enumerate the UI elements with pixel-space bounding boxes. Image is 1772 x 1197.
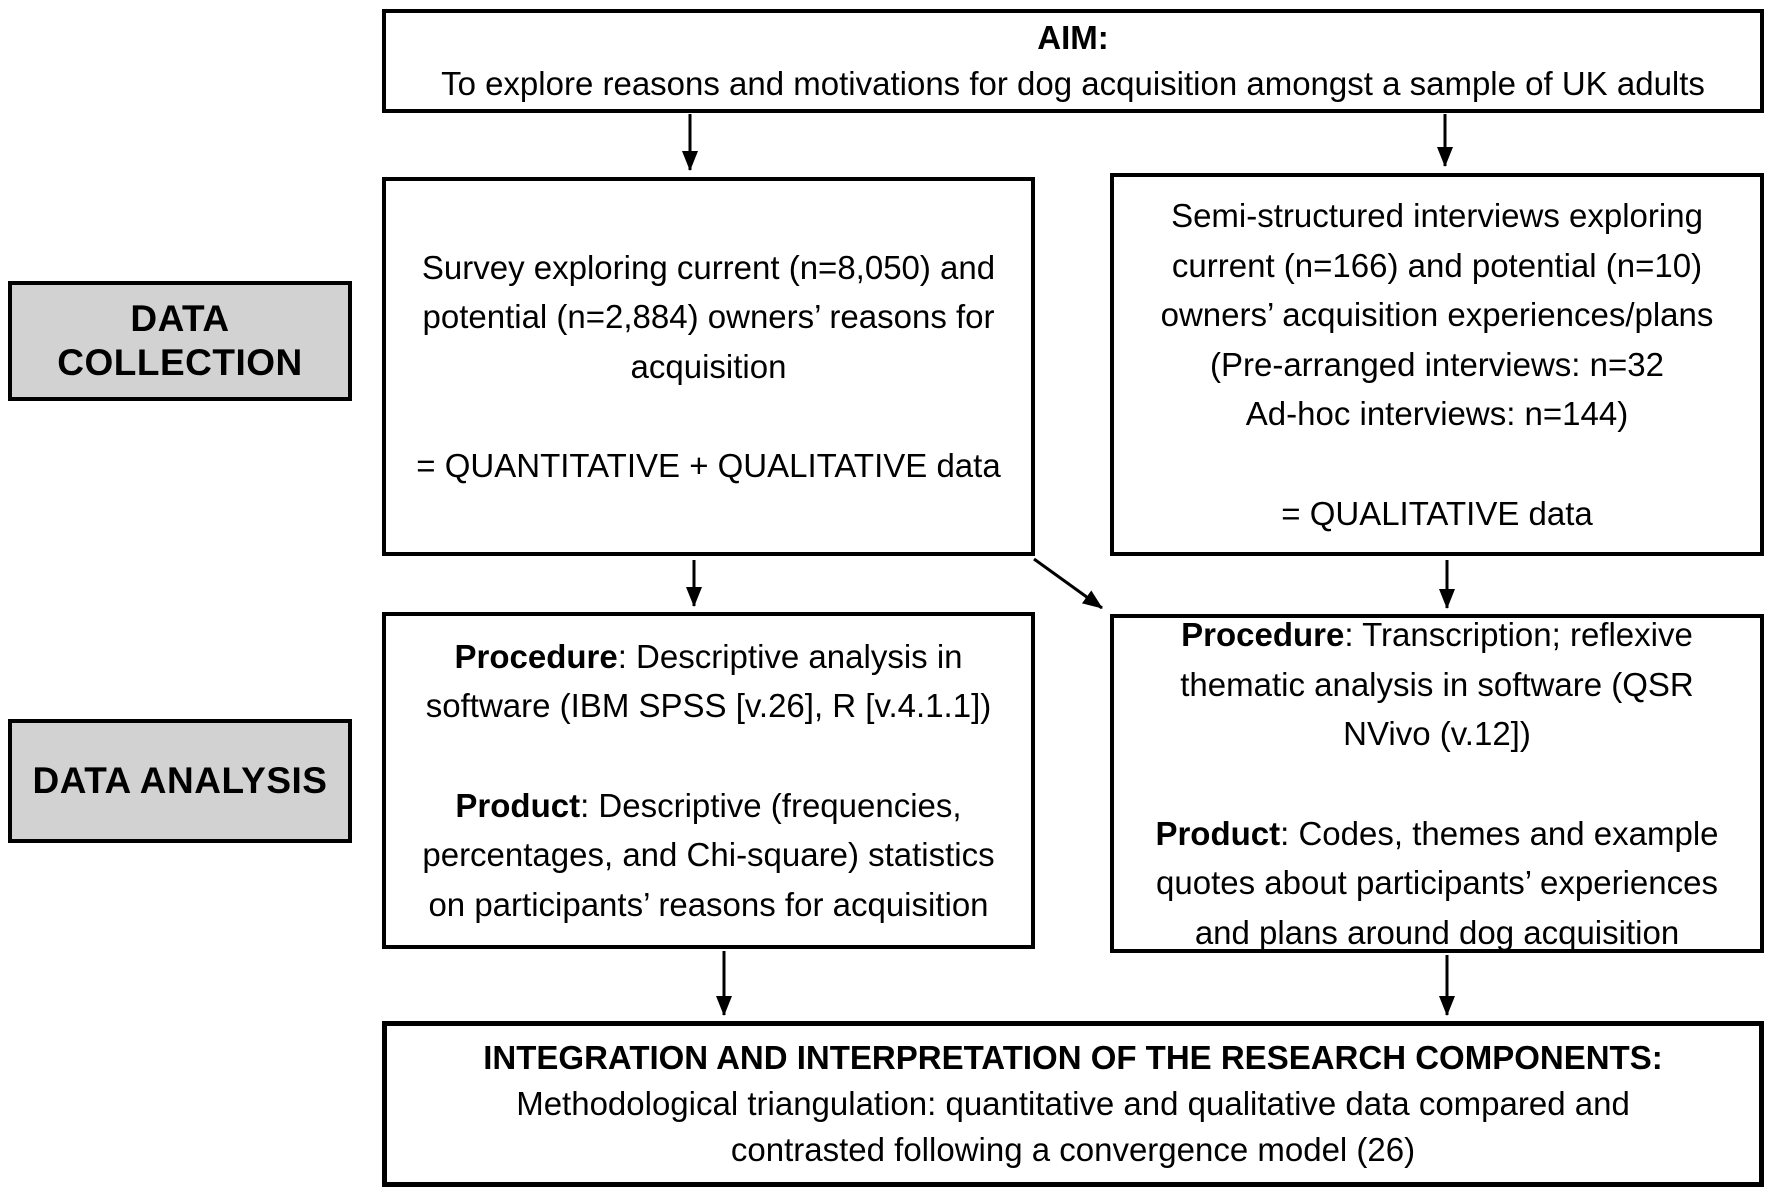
interviews-data-type: = QUALITATIVE data xyxy=(1281,494,1593,532)
integration-text: Methodological triangulation: quantitati… xyxy=(516,1084,1630,1169)
arrow-survey-to-interview-analysis-diagonal xyxy=(1033,557,1103,610)
aim-text: To explore reasons and motivations for d… xyxy=(441,65,1705,102)
survey-analysis-box: Procedure: Descriptive analysis in softw… xyxy=(382,612,1035,949)
survey-procedure-text: : Descriptive analysis in software (IBM … xyxy=(425,637,992,725)
interview-procedure: Procedure: Transcription; reflexive them… xyxy=(1180,610,1694,759)
data-collection-label-box: DATA COLLECTION xyxy=(8,281,352,401)
survey-procedure-label: Procedure xyxy=(454,637,618,675)
interview-procedure-text: : Transcription; reflexive thematic anal… xyxy=(1180,616,1694,752)
aim-heading: AIM: xyxy=(1037,19,1109,57)
interview-product: Product: Codes, themes and example quote… xyxy=(1155,809,1718,958)
integration-box: INTEGRATION AND INTERPRETATION OF THE RE… xyxy=(382,1021,1764,1187)
survey-description: Survey exploring current (n=8,050) and p… xyxy=(421,248,996,385)
interview-product-label: Product xyxy=(1155,814,1281,852)
aim-box: AIM: To explore reasons and motivations … xyxy=(382,9,1764,113)
survey-box: Survey exploring current (n=8,050) and p… xyxy=(382,177,1035,556)
survey-product-text: : Descriptive (frequencies, percentages,… xyxy=(422,786,995,923)
interview-product-text: : Codes, themes and example quotes about… xyxy=(1156,814,1719,951)
survey-data-type: = QUANTITATIVE + QUALITATIVE data xyxy=(416,447,1001,484)
survey-procedure: Procedure: Descriptive analysis in softw… xyxy=(426,632,991,731)
data-collection-label: DATA COLLECTION xyxy=(57,297,303,383)
interviews-description: Semi-structured interviews exploring cur… xyxy=(1160,197,1714,432)
integration-heading: INTEGRATION AND INTERPRETATION OF THE RE… xyxy=(483,1038,1663,1076)
survey-product: Product: Descriptive (frequencies, perce… xyxy=(422,781,994,930)
survey-product-label: Product xyxy=(455,786,581,824)
interview-analysis-box: Procedure: Transcription; reflexive them… xyxy=(1110,614,1764,953)
data-analysis-label: DATA ANALYSIS xyxy=(32,759,328,801)
interviews-box: Semi-structured interviews exploring cur… xyxy=(1110,173,1764,556)
data-analysis-label-box: DATA ANALYSIS xyxy=(8,719,352,843)
interview-procedure-label: Procedure xyxy=(1181,616,1345,653)
